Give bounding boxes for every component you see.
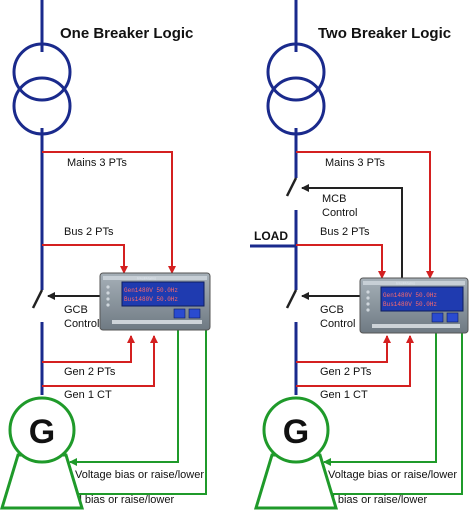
gcb-label-left: GCB [64,304,88,316]
voltage-bias-label-right: Voltage bias or raise/lower [328,469,457,481]
controller-brand-right: InteliMains [396,281,415,286]
transformer-icon [12,42,72,136]
mcb-control-label: Control [322,207,357,219]
controller-display-line1-left: Gen1480V 50.0Hz [124,287,178,294]
two-breaker-title: Two Breaker Logic [318,25,451,42]
bias-wires-right [303,333,463,498]
gcb-control-label-right: Control [320,318,355,330]
voltage-bias-label-left: Voltage bias or raise/lower [75,469,204,481]
bias-wires-left [49,330,207,498]
pt-wires-right [296,151,434,387]
controller-display-line1-right: Gen1480V 50.0Hz [383,292,437,299]
breaker-switch-icon [31,289,44,309]
gcb-control-label-left: Control [64,318,99,330]
controller-display-line2-right: Bus1480V 50.0Hz [383,301,437,308]
transformer-icon [266,42,326,136]
mains-pts-label-left: Mains 3 PTs [67,157,127,169]
generator-icon: G [0,396,85,510]
mains-pts-label-right: Mains 3 PTs [325,157,385,169]
breaker-switch-icon [285,289,298,309]
gcb-label-right: GCB [320,304,344,316]
load-label: LOAD [254,229,288,243]
generator-symbol-left: G [29,413,55,451]
pt-wires-left [42,151,176,387]
two-breaker-section: Two Breaker Logic LOAD [250,0,469,510]
controller-device-icon: InteliMains Gen1480V 50.0Hz Bus1480V 50.… [359,277,469,334]
one-breaker-title: One Breaker Logic [60,25,193,42]
gen1-ct-label-left: Gen 1 CT [64,389,112,401]
mcb-label: MCB [322,193,346,205]
breaker-switch-icon [285,177,298,197]
generator-symbol-right: G [283,413,309,451]
controller-display-line2-left: Bus1480V 50.0Hz [124,296,178,303]
control-wires-right [301,184,403,300]
generator-icon: G [253,396,339,510]
controller-device-icon: InteliMains Gen1480V 50.0Hz Bus1480V 50.… [99,272,211,331]
bus-pts-label-left: Bus 2 PTs [64,226,114,238]
gen2-pts-label-right: Gen 2 PTs [320,366,372,378]
one-breaker-section: One Breaker Logic [0,0,211,510]
gen2-pts-label-left: Gen 2 PTs [64,366,116,378]
busbar-right [250,0,298,395]
gen1-ct-label-right: Gen 1 CT [320,389,368,401]
bus-pts-label-right: Bus 2 PTs [320,226,370,238]
controller-brand-left: InteliMains [137,276,156,281]
